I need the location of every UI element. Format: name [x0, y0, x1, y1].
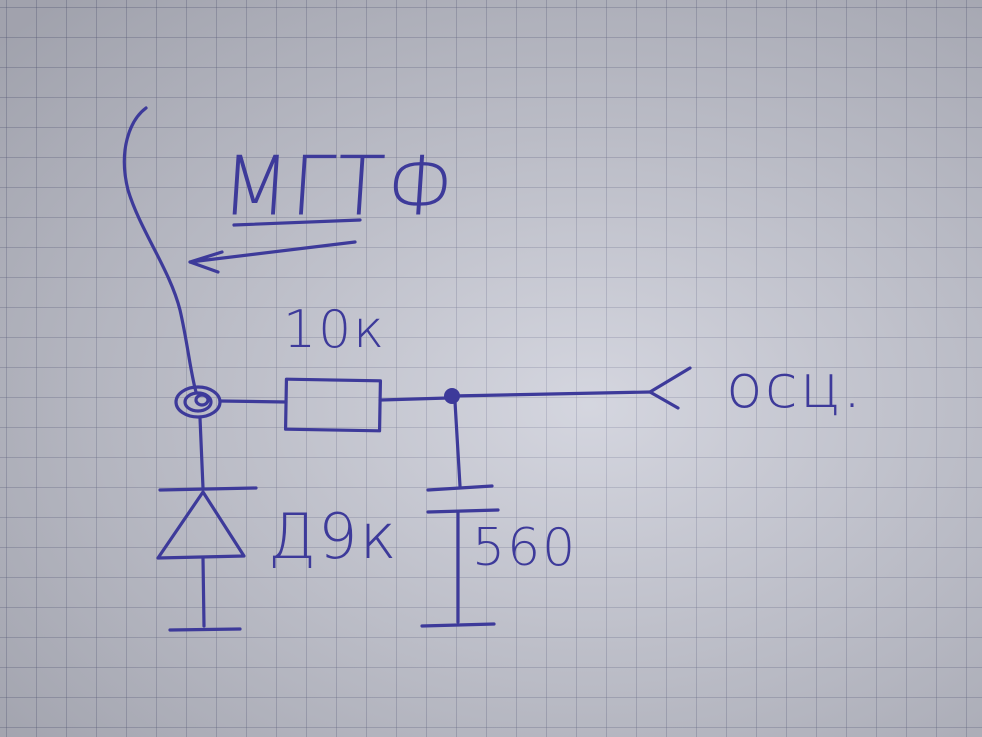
diode-symbol — [156, 486, 258, 560]
wire-junction-coil — [174, 385, 222, 419]
wire-to-diode — [198, 416, 205, 490]
diode-label: Д9к — [268, 500, 399, 573]
wire-resistor-to-node — [378, 396, 450, 402]
wire-to-oscilloscope — [450, 390, 652, 398]
wire-to-resistor — [218, 399, 288, 404]
microphone-label: МГТФ — [218, 139, 459, 235]
diode-ground-wire — [201, 556, 206, 628]
capacitor-label: 560 — [472, 518, 578, 578]
input-wire — [122, 106, 198, 394]
oscilloscope-label: осц. — [726, 352, 864, 422]
capacitor-ground-icon — [420, 622, 496, 628]
microphone-label-stroke — [232, 218, 362, 227]
pointer-arrow — [188, 240, 357, 274]
resistor-label: 10к — [283, 300, 387, 360]
diode-ground-icon — [168, 627, 242, 632]
wire-to-capacitor — [453, 400, 462, 488]
oscilloscope-arrow — [648, 366, 692, 410]
resistor-symbol — [283, 377, 383, 433]
capacitor-symbol — [426, 484, 500, 514]
